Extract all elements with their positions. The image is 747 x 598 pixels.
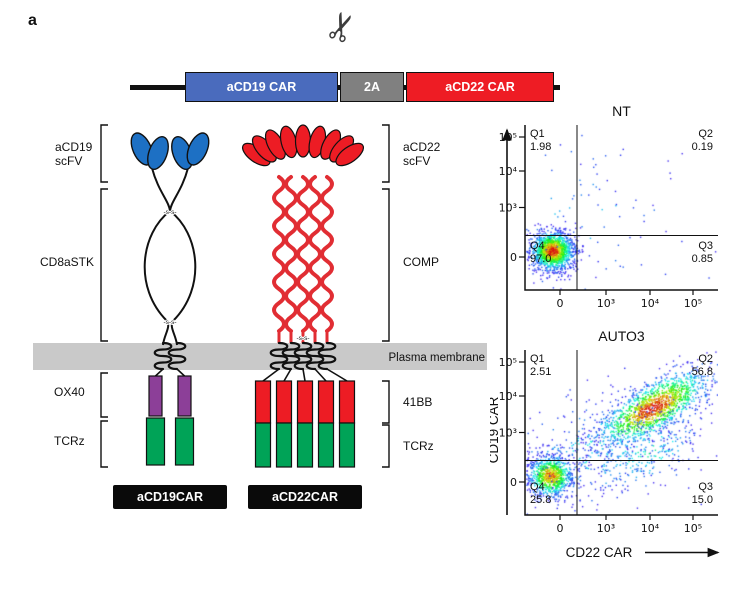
y-tick: 10³ — [499, 427, 517, 440]
car-schematic: Plasma membrane aCD19 scFV CD8aSTK OX40 … — [33, 124, 487, 509]
label-acd22-scfv-line2: scFV — [403, 154, 430, 168]
quadrant-q4-value: 25.8 — [530, 494, 551, 506]
x-tick: 10⁵ — [684, 297, 702, 310]
quadrant-q3-value: 15.0 — [692, 494, 713, 506]
plasma-membrane-band — [33, 343, 487, 370]
ox40-domain — [148, 375, 163, 417]
label-comp: COMP — [403, 255, 439, 269]
y-tick: 0 — [510, 476, 517, 489]
construct-segment-acd19car: aCD19 CAR — [185, 72, 338, 102]
scfv-domain-blue — [186, 132, 210, 166]
y-tick: 10⁴ — [499, 165, 518, 178]
label-41bb: 41BB — [403, 395, 432, 409]
x-tick: 0 — [557, 297, 564, 310]
acd19car-name: aCD19CAR — [137, 490, 203, 504]
acd22car-name: aCD22CAR — [272, 490, 338, 504]
y-tick: 10⁵ — [499, 131, 517, 144]
nt-plot: NT 10⁵ 10⁴ 10³ 0 0 10³ 10⁴ 10⁵ Q1 1.98 Q… — [499, 103, 718, 310]
acd22-intracellular-domains — [254, 368, 356, 468]
disulfide-bond-label: -s-s- — [297, 335, 310, 342]
label-acd19-scfv-line1: aCD19 — [55, 140, 93, 154]
acd19car-name-plate — [113, 485, 227, 509]
right-region-brackets — [382, 124, 390, 468]
quadrant-q1-value: 1.98 — [530, 141, 551, 153]
auto3-plot: AUTO3 10⁵ 10⁴ 10³ 0 0 10³ 10⁴ 10⁵ Q1 2.5… — [499, 328, 718, 535]
plasma-membrane-label: Plasma membrane — [388, 352, 485, 364]
y-tick: 10⁵ — [499, 356, 517, 369]
x-tick: 0 — [557, 522, 564, 535]
quadrant-q3-label: Q3 — [698, 240, 713, 252]
x-tick: 10³ — [597, 522, 615, 535]
nt-scatter-plot — [525, 125, 718, 290]
label-cd8astk: CD8aSTK — [40, 255, 94, 269]
quadrant-q3-label: Q3 — [698, 481, 713, 493]
x-tick: 10⁵ — [684, 522, 702, 535]
quadrant-q2-value: 0.19 — [692, 141, 713, 153]
transgene-construct: aCD19 CAR 2A aCD22 CAR — [130, 72, 560, 104]
auto3-scatter-plot — [525, 350, 718, 515]
nt-plot-title: NT — [612, 103, 631, 119]
acd22-scfv-crown — [241, 124, 365, 167]
left-region-brackets — [100, 124, 108, 468]
construct-segment-label: aCD19 CAR — [226, 80, 297, 94]
y-tick: 0 — [510, 251, 517, 264]
construct-segment-label: 2A — [364, 80, 380, 94]
y-tick: 10⁴ — [499, 390, 518, 403]
construct-segment-2a: 2A — [340, 72, 404, 102]
transmembrane-coils — [153, 341, 337, 371]
quadrant-q4-value: 97.0 — [530, 253, 551, 265]
ox40-domain — [177, 375, 192, 417]
y-axis-label: CD19 CAR — [490, 396, 501, 463]
quadrant-q2-label: Q2 — [698, 353, 713, 365]
quadrant-q4-label: Q4 — [530, 481, 545, 493]
panel-letter: a — [28, 12, 37, 29]
quadrant-q1-value: 2.51 — [530, 366, 551, 378]
tcrz-domain — [145, 417, 166, 466]
quadrant-q3-value: 0.85 — [692, 253, 713, 265]
quadrant-q1-label: Q1 — [530, 353, 545, 365]
comp-helix-bundle — [272, 175, 334, 343]
x-axis-label: CD22 CAR — [566, 545, 633, 560]
flow-cytometry-panel: CD19 CAR CD22 CAR NT 10⁵ 10⁴ 10³ 0 0 10³… — [490, 103, 720, 560]
label-acd22-scfv-line1: aCD22 — [403, 140, 441, 154]
scissors-icon: ✂ — [315, 4, 369, 50]
y-tick: 10³ — [499, 202, 517, 215]
quadrant-q1-label: Q1 — [530, 128, 545, 140]
auto3-plot-title: AUTO3 — [598, 328, 645, 344]
quadrant-q2-label: Q2 — [698, 128, 713, 140]
tcrz-domain — [174, 417, 195, 466]
label-acd19-scfv-line2: scFV — [55, 154, 82, 168]
disulfide-bond-label: -s-s- — [164, 319, 177, 326]
acd19-car-molecule: -s-s- -s-s- — [130, 132, 210, 466]
label-ox40: OX40 — [54, 385, 85, 399]
label-tcrz-right: TCRz — [403, 439, 434, 453]
quadrant-q2-value: 56.8 — [692, 366, 713, 378]
quadrant-q4-label: Q4 — [530, 240, 545, 252]
construct-segment-acd22car: aCD22 CAR — [406, 72, 554, 102]
x-tick: 10⁴ — [641, 297, 660, 310]
acd22car-name-plate — [248, 485, 362, 509]
scfv-domain-blue — [147, 136, 169, 170]
disulfide-bond-label: -s-s- — [164, 209, 177, 216]
x-tick: 10³ — [597, 297, 615, 310]
construct-segment-label: aCD22 CAR — [445, 80, 515, 94]
x-tick: 10⁴ — [641, 522, 660, 535]
label-tcrz-left: TCRz — [54, 434, 85, 448]
